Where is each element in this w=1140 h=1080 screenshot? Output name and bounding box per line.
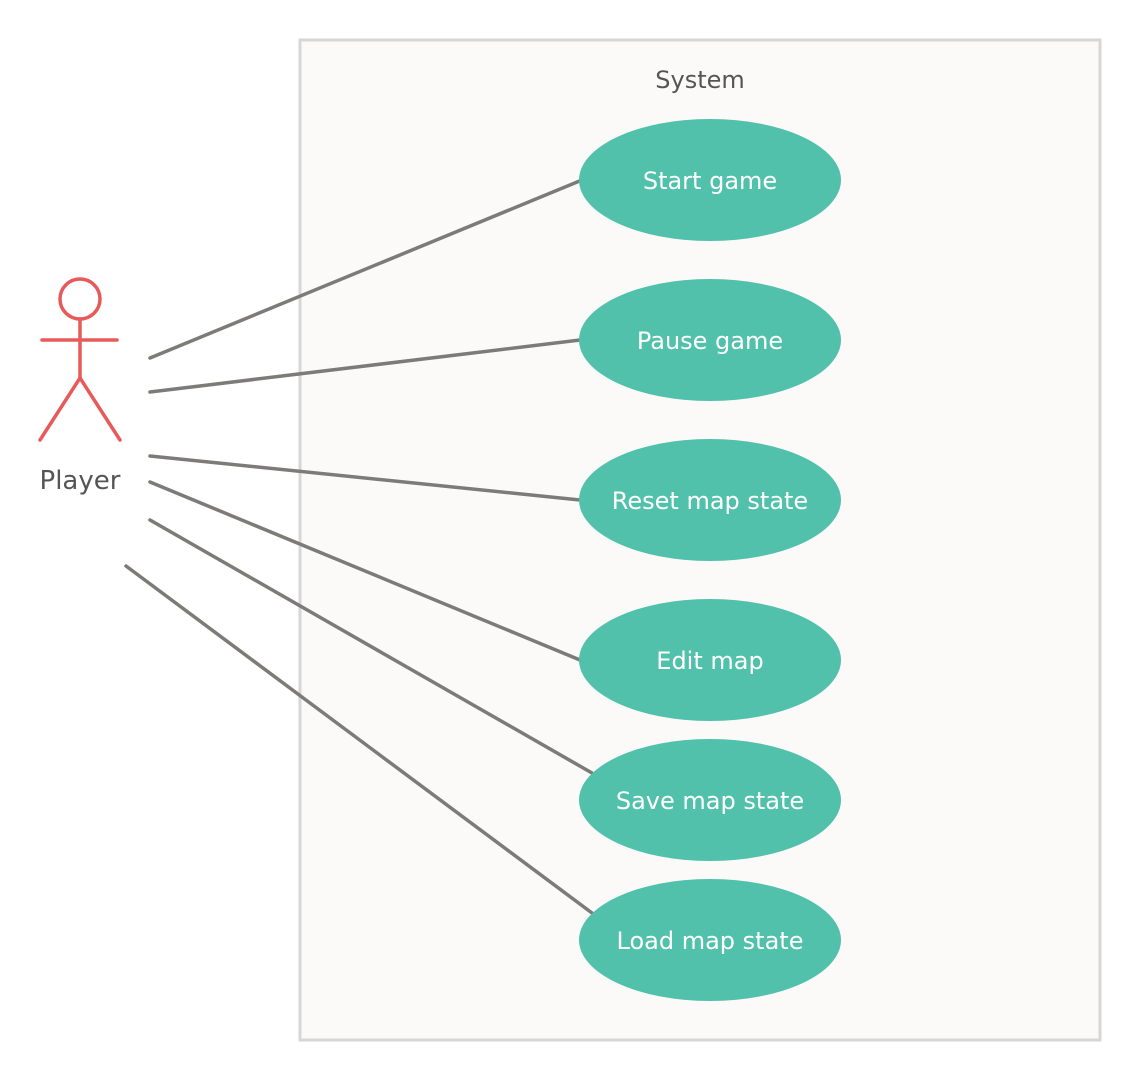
actor-player[interactable]: Player bbox=[38, 277, 122, 496]
association-edit-map[interactable] bbox=[148, 480, 582, 662]
usecase-label: Edit map bbox=[656, 647, 763, 675]
usecase-reset-map-state[interactable]: Reset map state bbox=[579, 439, 841, 561]
usecase-start-game[interactable]: Start game bbox=[579, 119, 841, 241]
associations bbox=[124, 178, 594, 915]
association-reset-map-state[interactable] bbox=[148, 454, 582, 502]
actor-head bbox=[58, 277, 102, 321]
usecase-label: Reset map state bbox=[612, 487, 808, 515]
usecase-label: Load map state bbox=[617, 927, 804, 955]
system-label: System bbox=[655, 66, 745, 94]
usecase-pause-game[interactable]: Pause game bbox=[579, 279, 841, 401]
association-pause-game[interactable] bbox=[148, 338, 582, 394]
association-start-game[interactable] bbox=[148, 178, 584, 360]
actor-label: Player bbox=[40, 466, 121, 496]
use-cases: Start game Pause game Reset map state Ed… bbox=[579, 119, 841, 1001]
usecase-label: Save map state bbox=[616, 787, 804, 815]
usecase-ellipse[interactable] bbox=[579, 599, 841, 721]
usecase-label: Pause game bbox=[637, 327, 783, 355]
usecase-save-map-state[interactable]: Save map state bbox=[579, 739, 841, 861]
actor-right-leg bbox=[78, 376, 122, 442]
usecase-ellipse[interactable] bbox=[579, 879, 841, 1001]
usecase-ellipse[interactable] bbox=[579, 119, 841, 241]
association-load-map-state[interactable] bbox=[124, 564, 594, 915]
usecase-label: Start game bbox=[643, 167, 777, 195]
usecase-ellipse[interactable] bbox=[579, 279, 841, 401]
usecase-ellipse[interactable] bbox=[579, 739, 841, 861]
actor-left-leg bbox=[38, 376, 82, 442]
stick-figure-icon[interactable] bbox=[38, 277, 122, 442]
usecase-ellipse[interactable] bbox=[579, 439, 841, 561]
association-save-map-state[interactable] bbox=[148, 518, 594, 775]
usecase-edit-map[interactable]: Edit map bbox=[579, 599, 841, 721]
usecase-load-map-state[interactable]: Load map state bbox=[579, 879, 841, 1001]
